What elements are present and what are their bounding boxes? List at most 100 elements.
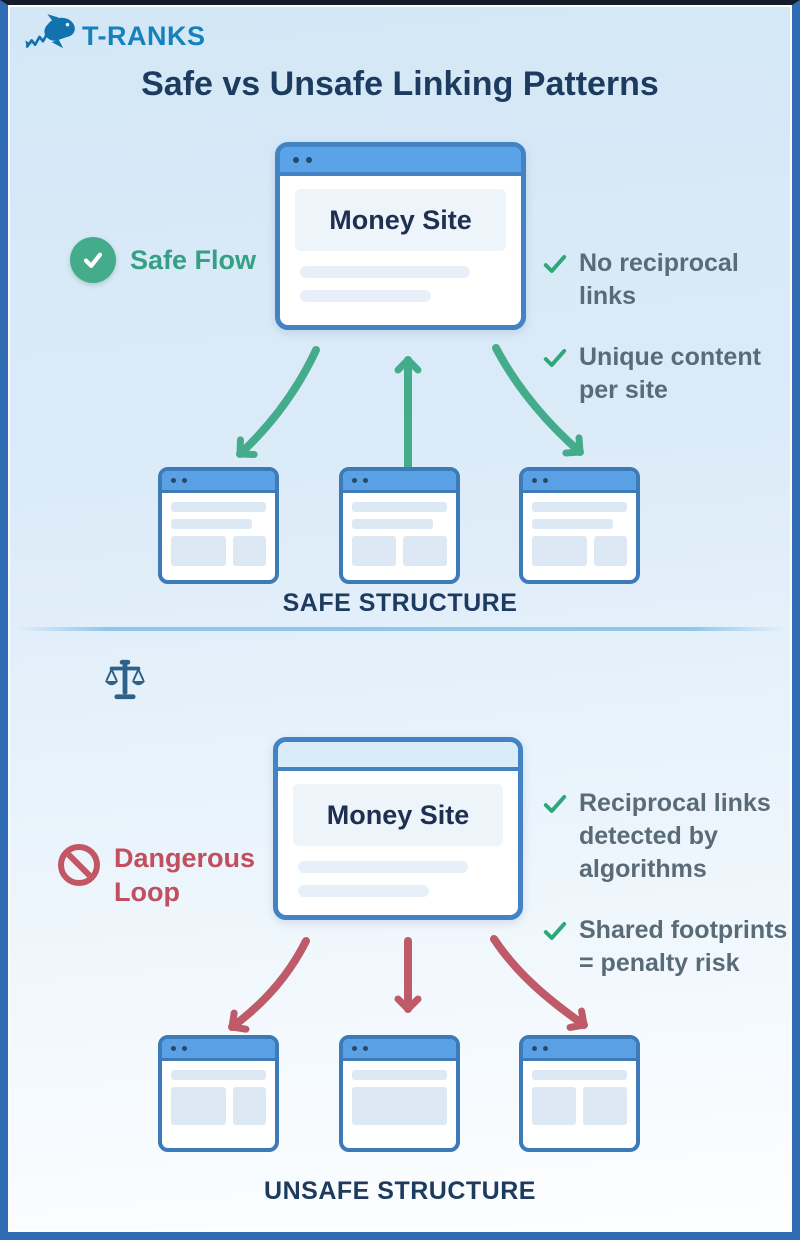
browser-titlebar	[343, 1039, 456, 1061]
content-placeholder-line	[532, 1070, 627, 1080]
dangerous-loop-label: Dangerous Loop	[58, 841, 255, 909]
section-divider	[16, 627, 784, 631]
window-dot-icon	[182, 478, 187, 483]
browser-titlebar	[162, 471, 275, 493]
arrow-money-to-site1	[228, 937, 310, 1033]
content-placeholder-line	[171, 1070, 266, 1080]
browser-titlebar	[162, 1039, 275, 1061]
scales-icon	[104, 659, 146, 700]
browser-body: Money Site	[278, 771, 518, 897]
list-item: No reciprocal links	[542, 247, 788, 313]
browser-body	[162, 493, 275, 566]
browser-titlebar	[523, 1039, 636, 1061]
unsafe-money-site-window: Money Site	[273, 737, 523, 920]
content-placeholder-block	[171, 1087, 226, 1125]
content-placeholder-block	[403, 536, 447, 566]
page-title: Safe vs Unsafe Linking Patterns	[141, 65, 659, 103]
safe-money-site-window: Money Site	[275, 142, 526, 330]
window-dot-icon	[363, 1046, 368, 1051]
browser-body	[343, 493, 456, 566]
linked-site-window	[339, 1035, 460, 1152]
bullet-line: algorithms	[579, 855, 707, 883]
linked-site-window	[519, 1035, 640, 1152]
safe-structure-caption: SAFE STRUCTURE	[282, 589, 518, 617]
window-dot-icon	[543, 1046, 548, 1051]
window-dot-icon	[182, 1046, 187, 1051]
bullet-text: Shared footprints = penalty risk	[579, 914, 787, 980]
money-site-label: Money Site	[293, 784, 503, 846]
content-placeholder-line	[171, 502, 266, 512]
bullet-line: = penalty risk	[579, 949, 740, 977]
content-placeholder-line	[532, 502, 627, 512]
linked-site-window	[519, 467, 640, 584]
linked-site-window	[158, 1035, 279, 1152]
window-dot-icon	[171, 478, 176, 483]
content-placeholder-block	[352, 536, 396, 566]
content-placeholder-line	[352, 519, 433, 529]
content-placeholder-line	[298, 861, 468, 873]
window-dot-icon	[543, 478, 548, 483]
bullet-line: Shared footprints	[579, 916, 788, 944]
content-placeholder-block	[532, 536, 587, 566]
safe-bullet-list: No reciprocal links Unique content per s…	[542, 247, 788, 407]
check-icon	[543, 255, 567, 273]
bullet-line: Reciprocal links	[579, 789, 771, 817]
bullet-line: No reciprocal	[579, 249, 739, 277]
linked-site-window	[158, 467, 279, 584]
bullet-line: detected by	[579, 822, 718, 850]
content-placeholder-block	[232, 1087, 266, 1125]
check-icon	[543, 795, 567, 813]
content-placeholder-line	[300, 290, 431, 302]
check-icon	[543, 349, 567, 367]
content-placeholder-block	[352, 1087, 447, 1125]
content-placeholder-line	[352, 1070, 447, 1080]
browser-titlebar	[343, 471, 456, 493]
linked-site-window	[339, 467, 460, 584]
window-dot-icon	[293, 156, 299, 163]
unsafe-bullet-list: Reciprocal links detected by algorithms …	[542, 787, 788, 980]
bullet-text: Reciprocal links detected by algorithms	[579, 787, 771, 886]
content-placeholder-line	[298, 885, 429, 897]
arrow-money-to-site1	[236, 346, 320, 458]
browser-body	[523, 1061, 636, 1125]
content-placeholder-block	[593, 536, 627, 566]
window-dot-icon	[306, 156, 312, 163]
check-icon	[543, 922, 567, 940]
brand-logo: T-RANKS	[22, 13, 206, 59]
content-placeholder-line	[532, 519, 613, 529]
bullet-line: links	[579, 282, 636, 310]
safe-flow-label: Safe Flow	[70, 237, 256, 283]
content-placeholder-block	[171, 536, 226, 566]
label-line: Dangerous	[114, 843, 256, 873]
window-dot-icon	[352, 1046, 357, 1051]
window-dot-icon	[352, 478, 357, 483]
bullet-line: per site	[579, 376, 668, 404]
bullet-line: Unique content	[579, 343, 761, 371]
content-placeholder-block	[583, 1087, 627, 1125]
browser-body	[343, 1061, 456, 1125]
content-placeholder-line	[171, 519, 252, 529]
check-circle-icon	[70, 237, 116, 283]
content-placeholder-block	[532, 1087, 576, 1125]
browser-body	[523, 493, 636, 566]
unsafe-structure-caption: UNSAFE STRUCTURE	[264, 1177, 536, 1205]
browser-body: Money Site	[280, 176, 521, 302]
window-dot-icon	[363, 478, 368, 483]
browser-titlebar	[278, 742, 518, 771]
list-item: Reciprocal links detected by algorithms	[542, 787, 788, 886]
browser-body	[162, 1061, 275, 1125]
content-placeholder-line	[300, 266, 470, 278]
browser-titlebar	[523, 471, 636, 493]
shark-logo-icon	[25, 14, 75, 49]
list-item: Shared footprints = penalty risk	[542, 914, 788, 980]
window-dot-icon	[532, 478, 537, 483]
content-placeholder-line	[352, 502, 447, 512]
money-site-label: Money Site	[295, 189, 506, 251]
list-item: Unique content per site	[542, 341, 788, 407]
safe-flow-text: Safe Flow	[130, 244, 257, 275]
label-line: Loop	[114, 877, 180, 907]
bullet-text: No reciprocal links	[579, 247, 739, 313]
dangerous-loop-text: Dangerous Loop	[114, 841, 255, 909]
browser-titlebar	[280, 147, 521, 176]
